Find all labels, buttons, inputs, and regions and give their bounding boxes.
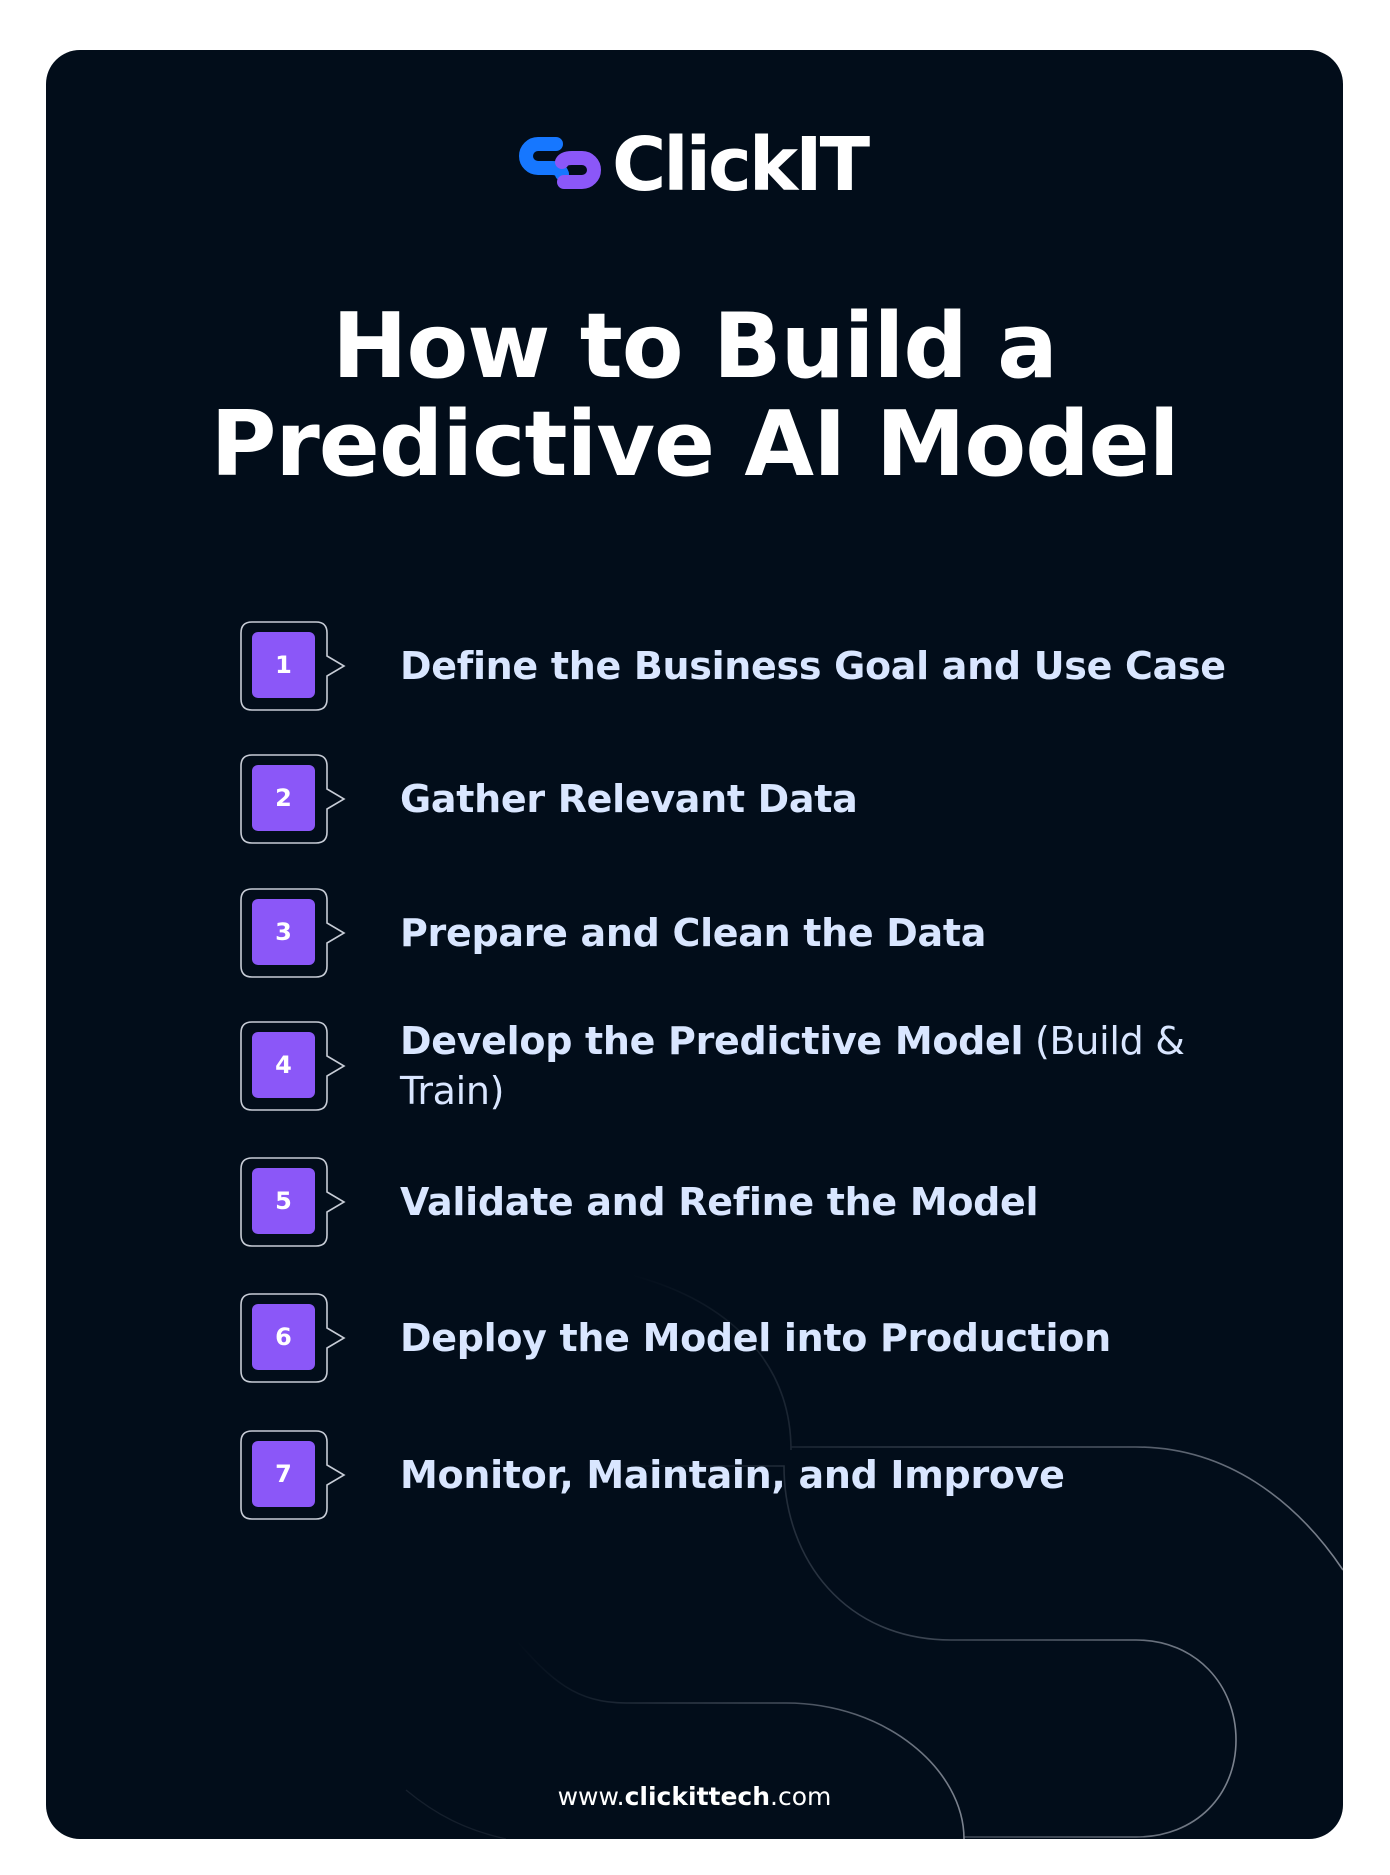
step-title: Define the Business Goal and Use Case [400,644,1226,688]
speech-bubble-outline-icon [240,1021,346,1111]
step-number: 1 [252,632,315,698]
speech-bubble-outline-icon [240,1430,346,1520]
step-label: Gather Relevant Data [400,774,858,824]
step-badge: 5 [240,1157,346,1247]
page-title: How to Build a Predictive AI Model [46,298,1343,494]
speech-bubble-outline-icon [240,754,346,844]
title-line-1: How to Build a [332,294,1058,399]
step-badge: 1 [240,621,346,711]
step-number: 3 [252,899,315,965]
step-number: 7 [252,1441,315,1507]
step-label: Define the Business Goal and Use Case [400,641,1226,691]
step-item-3: 3 Prepare and Clean the Data [240,888,1290,978]
step-label: Monitor, Maintain, and Improve [400,1450,1065,1500]
step-badge: 4 [240,1021,346,1111]
speech-bubble-outline-icon [240,1157,346,1247]
step-title: Validate and Refine the Model [400,1180,1039,1224]
step-title: Develop the Predictive Model [400,1019,1024,1063]
step-badge: 7 [240,1430,346,1520]
step-item-2: 2 Gather Relevant Data [240,754,1290,844]
url-tld: .com [770,1782,832,1811]
step-number: 6 [252,1304,315,1370]
step-label: Deploy the Model into Production [400,1313,1111,1363]
brand-logo: ClickIT [516,122,870,208]
step-title: Prepare and Clean the Data [400,911,987,955]
step-label: Validate and Refine the Model [400,1177,1039,1227]
title-line-2: Predictive AI Model [210,392,1179,497]
url-prefix: www. [557,1782,625,1811]
step-item-1: 1 Define the Business Goal and Use Case [240,621,1290,711]
step-badge: 3 [240,888,346,978]
step-item-6: 6 Deploy the Model into Production [240,1293,1290,1383]
speech-bubble-outline-icon [240,1293,346,1383]
speech-bubble-outline-icon [240,888,346,978]
step-subtitle: (Build & Train) [400,1019,1185,1113]
speech-bubble-outline-icon [240,621,346,711]
step-number: 5 [252,1168,315,1234]
step-badge: 2 [240,754,346,844]
step-title: Monitor, Maintain, and Improve [400,1453,1065,1497]
step-item-4: 4 Develop the Predictive Model (Build & … [240,1016,1290,1116]
url-domain: clickittech [624,1782,771,1811]
infographic-card: ClickIT How to Build a Predictive AI Mod… [46,50,1343,1839]
brand-name: ClickIT [612,122,870,208]
step-number: 4 [252,1032,315,1098]
link-chain-icon [519,137,601,189]
step-number: 2 [252,765,315,831]
step-label: Prepare and Clean the Data [400,908,986,958]
website-url[interactable]: www.clickittech.com [46,1782,1343,1811]
step-badge: 6 [240,1293,346,1383]
step-item-5: 5 Validate and Refine the Model [240,1157,1290,1247]
step-title: Deploy the Model into Production [400,1316,1111,1360]
step-item-7: 7 Monitor, Maintain, and Improve [240,1430,1290,1520]
step-title: Gather Relevant Data [400,777,858,821]
step-label: Develop the Predictive Model (Build & Tr… [400,1016,1200,1116]
